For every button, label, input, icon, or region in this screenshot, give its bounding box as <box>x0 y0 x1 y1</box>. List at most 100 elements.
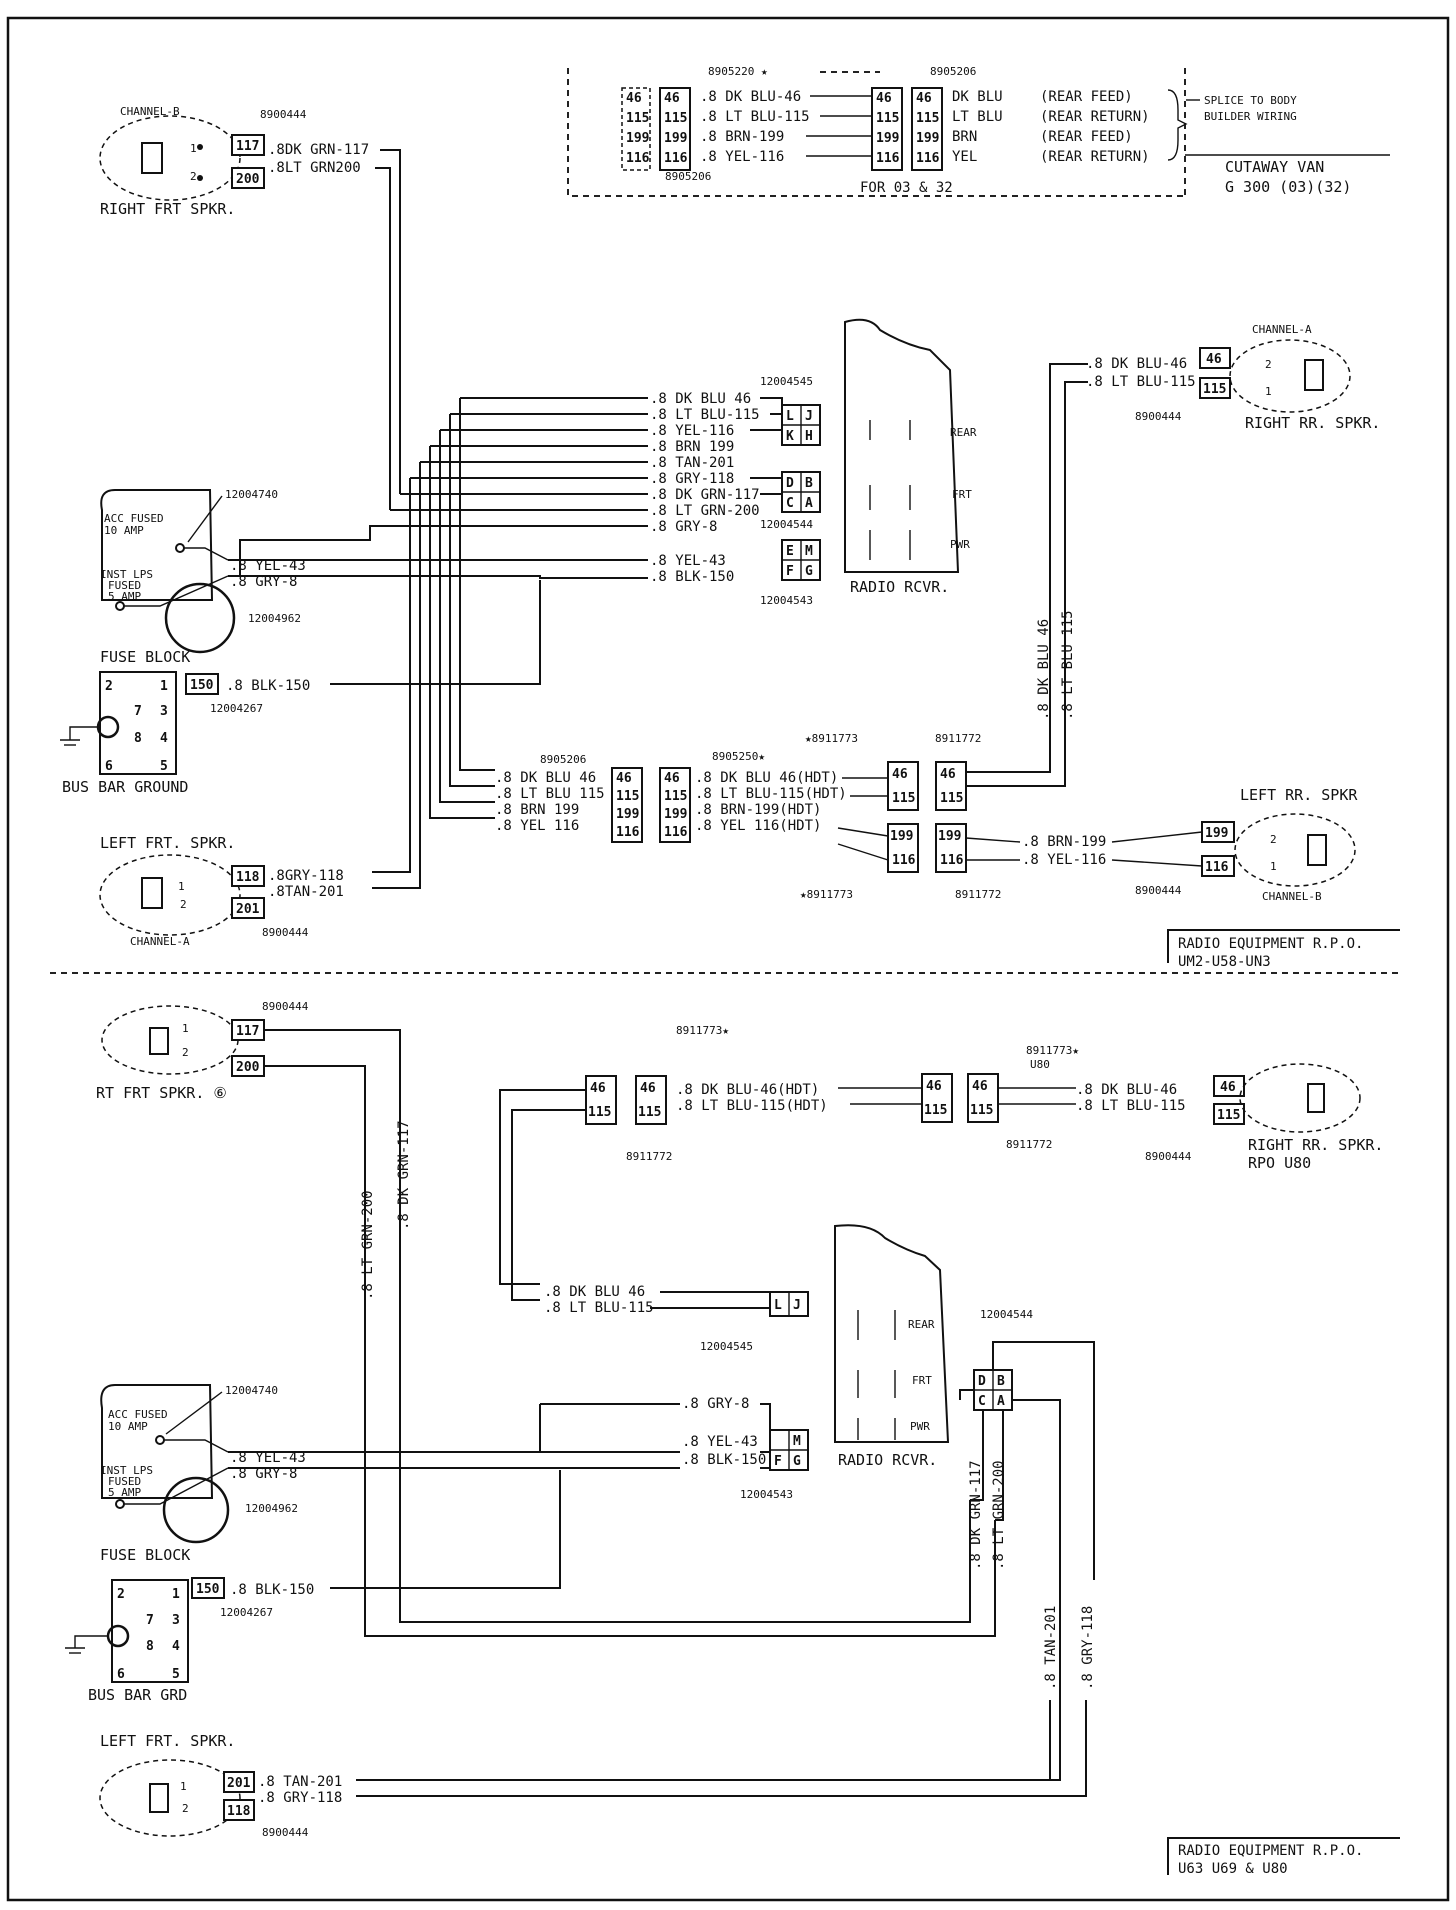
svg-text:10 AMP: 10 AMP <box>104 524 144 537</box>
svg-text:5 AMP: 5 AMP <box>108 590 141 603</box>
svg-text:D: D <box>978 1374 986 1389</box>
svg-text:2: 2 <box>180 898 187 911</box>
part-12004962: 12004962 <box>248 612 301 625</box>
component-label: RT FRT SPKR. ⑥ <box>96 1084 227 1102</box>
svg-text:199: 199 <box>890 829 913 844</box>
component-label: FUSE BLOCK <box>100 648 190 666</box>
wire-label: .8 DK BLU-46 <box>700 89 801 105</box>
wire-label: .8 LT BLU-115 <box>1086 374 1196 390</box>
svg-text:8: 8 <box>134 731 142 746</box>
bottom-harness <box>228 1404 770 1589</box>
svg-text:E: E <box>786 544 794 559</box>
svg-text:5 AMP: 5 AMP <box>108 1486 141 1499</box>
svg-text:8: 8 <box>146 1639 154 1654</box>
wire-label: .8 GRY-118 <box>650 471 734 487</box>
svg-text:F: F <box>786 564 794 579</box>
wire-label: .8 YEL-116 <box>650 423 734 439</box>
svg-text:3: 3 <box>172 1613 180 1628</box>
svg-text:115: 115 <box>924 1103 947 1118</box>
svg-text:115: 115 <box>916 111 939 126</box>
svg-text:F: F <box>774 1454 782 1469</box>
bottom-rpo-box: RADIO EQUIPMENT R.P.O. U63 U69 & U80 <box>1167 1837 1400 1877</box>
rpo-codes: U63 U69 & U80 <box>1178 1861 1288 1877</box>
component-label: RIGHT RR. SPKR. <box>1248 1136 1383 1154</box>
svg-text:B: B <box>805 476 813 491</box>
wire-label: .8 GRY-8 <box>230 1466 297 1482</box>
svg-text:116: 116 <box>892 853 916 868</box>
svg-text:(REAR FEED): (REAR FEED) <box>1040 129 1133 145</box>
svg-text:SPLICE TO BODY: SPLICE TO BODY <box>1204 94 1297 107</box>
part-8911772: 8911772 <box>1006 1138 1052 1151</box>
svg-text:INST LPS: INST LPS <box>100 568 153 581</box>
svg-text:1: 1 <box>182 1022 189 1035</box>
svg-text:1: 1 <box>178 880 185 893</box>
wire-label: .8 YEL-43 <box>230 558 306 574</box>
svg-text:REAR: REAR <box>950 426 977 439</box>
wire-label: .8 LT BLU 115 <box>495 786 605 802</box>
part-12004962: 12004962 <box>245 1502 298 1515</box>
svg-text:CHANNEL-B: CHANNEL-B <box>1262 890 1322 903</box>
svg-text:117: 117 <box>236 139 259 154</box>
svg-text:46: 46 <box>626 91 642 106</box>
svg-text:6: 6 <box>105 759 113 774</box>
wire-label: .8LT GRN200 <box>268 160 361 176</box>
top-right-front-speaker: CHANNEL-B 12 8900444 117 200 .8DK GRN-11… <box>99 105 369 218</box>
svg-text:PWR: PWR <box>950 538 970 551</box>
svg-text:K: K <box>786 429 794 444</box>
svg-text:A: A <box>805 496 813 511</box>
bottom-right-front-speaker: 12 8900444 117 200 RT FRT SPKR. ⑥ .8 LT … <box>96 1000 996 1637</box>
wire-label: .8 GRY-8 <box>230 574 297 590</box>
inset-title: CUTAWAY VAN <box>1225 158 1324 176</box>
rpo-codes: UM2-U58-UN3 <box>1178 954 1271 970</box>
svg-text:BUILDER WIRING: BUILDER WIRING <box>1204 110 1297 123</box>
svg-text:3: 3 <box>160 704 168 719</box>
wire-label: .8 LT BLU 115 <box>1060 610 1076 720</box>
svg-text:L: L <box>774 1298 782 1313</box>
wire-label: .8 BLK-150 <box>650 569 734 585</box>
svg-text:1: 1 <box>180 1780 187 1793</box>
svg-text:116: 116 <box>876 151 900 166</box>
svg-text:M: M <box>805 544 813 559</box>
wire-label: .8 LT BLU-115 <box>544 1300 654 1316</box>
svg-text:LT BLU: LT BLU <box>952 109 1003 125</box>
svg-text:199: 199 <box>916 131 939 146</box>
part-8911773: ★8911773 <box>800 888 853 901</box>
connector-8905220 <box>871 87 903 171</box>
svg-text:2: 2 <box>182 1802 189 1815</box>
svg-text:199: 199 <box>616 807 639 822</box>
svg-text:116: 116 <box>664 825 688 840</box>
svg-text:46: 46 <box>590 1081 606 1096</box>
wire-label: .8 DK BLU 46 <box>1036 619 1052 720</box>
rpo-title: RADIO EQUIPMENT R.P.O. <box>1178 1843 1363 1859</box>
wire-label: .8 YEL 116(HDT) <box>695 818 821 834</box>
wire-label: .8 BRN 199 <box>495 802 579 818</box>
svg-text:115: 115 <box>1217 1108 1240 1123</box>
svg-text:199: 199 <box>938 829 961 844</box>
inset-note: FOR 03 & 32 <box>860 180 953 196</box>
svg-text:CHANNEL-A: CHANNEL-A <box>1252 323 1312 336</box>
wire-label: .8 LT BLU-115 <box>700 109 810 125</box>
wire-label: .8 BLK-150 <box>682 1452 766 1468</box>
wire-label: .8 BLK-150 <box>230 1582 314 1598</box>
svg-text:10 AMP: 10 AMP <box>108 1420 148 1433</box>
top-right-rear-speaker: CHANNEL-A 21 .8 DK BLU-46 .8 LT BLU-115 … <box>966 323 1380 787</box>
svg-text:116: 116 <box>664 151 688 166</box>
part-8900444: 8900444 <box>1145 1150 1192 1163</box>
wire-label: .8 LT BLU-115(HDT) <box>695 786 847 802</box>
svg-text:46: 46 <box>916 91 932 106</box>
part-12004267: 12004267 <box>210 702 263 715</box>
inset-title: G 300 (03)(32) <box>1225 178 1351 196</box>
component-label: RPO U80 <box>1248 1154 1311 1172</box>
component-label: FUSE BLOCK <box>100 1546 190 1564</box>
part-12004544: 12004544 <box>980 1308 1033 1321</box>
part-8900444: 8900444 <box>260 108 307 121</box>
wire-label: .8 GRY-118 <box>1080 1606 1096 1690</box>
svg-text:116: 116 <box>616 825 640 840</box>
svg-text:115: 115 <box>626 111 649 126</box>
part-8900444: 8900444 <box>262 926 309 939</box>
part-8900444: 8900444 <box>262 1826 309 1839</box>
cutaway-van-inset: 8905220 ★ 8905206 8905206 46 115 199 116… <box>567 65 1390 197</box>
svg-text:CHANNEL-B: CHANNEL-B <box>120 105 180 118</box>
